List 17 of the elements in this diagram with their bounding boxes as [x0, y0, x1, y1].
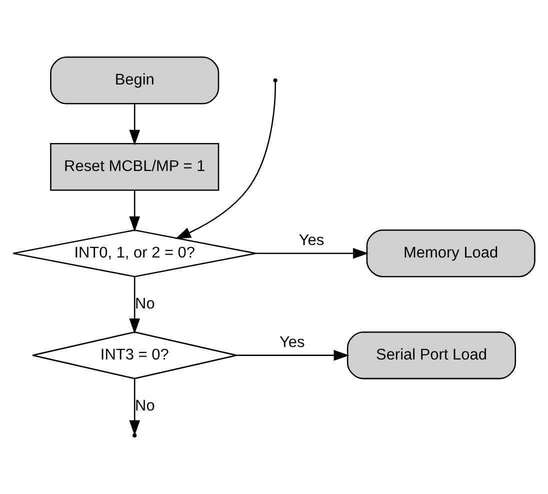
node-box: Begin — [50, 56, 220, 104]
node-box: Serial Port Load — [346, 331, 516, 380]
arrow — [129, 104, 140, 146]
node-diamond: INT0, 1, or 2 = 0? — [12, 229, 257, 278]
node-box: Memory Load — [366, 229, 536, 278]
edge-label: Yes — [279, 334, 305, 352]
arrow — [175, 82, 276, 239]
node-box: Reset MCBL/MP = 1 — [50, 143, 220, 191]
arrow — [129, 276, 140, 334]
edge-label: Yes — [298, 232, 324, 250]
arrow — [256, 248, 369, 259]
node-diamond: INT3 = 0? — [32, 331, 238, 380]
arrow — [129, 378, 140, 436]
arrow — [129, 190, 140, 232]
edge-label: No — [135, 295, 155, 312]
edge-label: No — [135, 397, 155, 414]
arrow — [236, 350, 350, 361]
